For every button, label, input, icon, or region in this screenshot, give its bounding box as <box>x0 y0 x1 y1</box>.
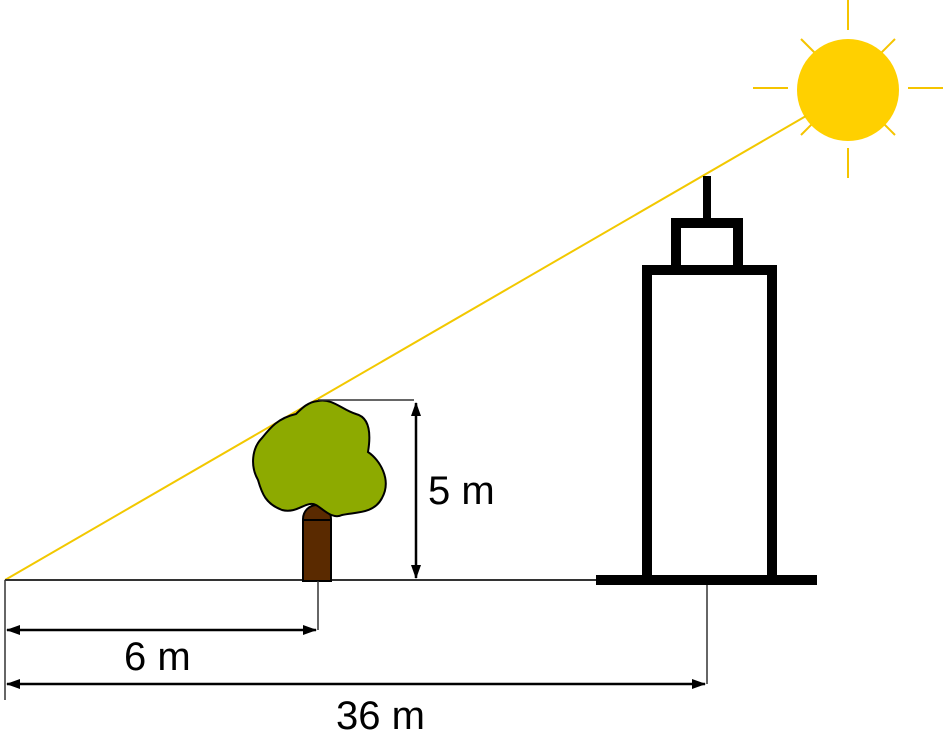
sight-line <box>4 115 807 581</box>
sun-rays <box>753 0 943 178</box>
tree-height-label: 5 m <box>428 469 495 513</box>
sun-icon <box>753 0 943 178</box>
tree-trunk-base <box>302 519 332 582</box>
building-body <box>642 265 777 585</box>
building-distance-label: 36 m <box>336 694 425 735</box>
tree-distance-label: 6 m <box>124 635 191 679</box>
building-icon <box>596 176 817 585</box>
building-top <box>671 218 743 275</box>
tree-icon <box>252 399 387 582</box>
tree-foliage <box>252 399 387 518</box>
sun-disc <box>797 39 899 141</box>
